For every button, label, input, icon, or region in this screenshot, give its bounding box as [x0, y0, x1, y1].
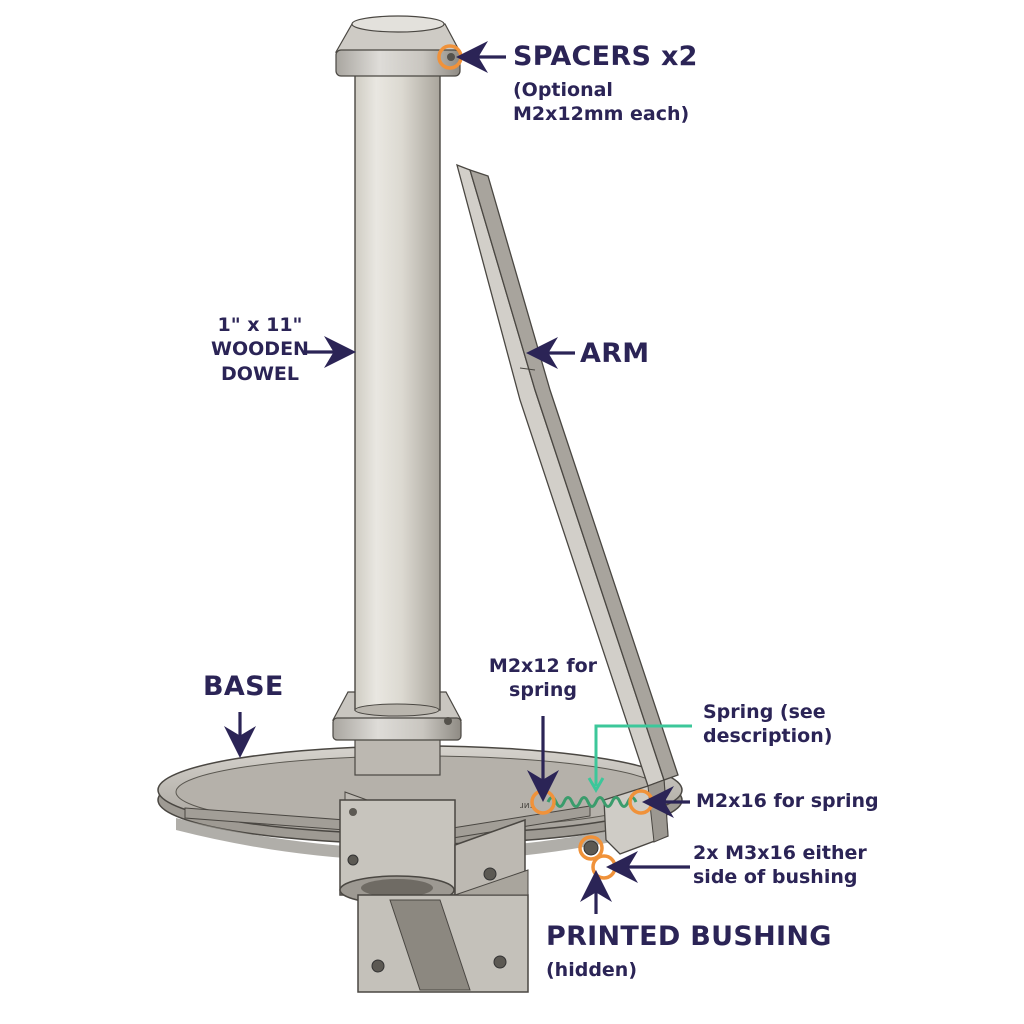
spacers-note: (Optional M2x12mm each): [513, 79, 690, 126]
dowel-label: 1" x 11" WOODEN DOWEL: [211, 314, 309, 385]
bushing-note: (hidden): [546, 959, 638, 981]
m2x16-label: M2x16 for spring: [696, 790, 879, 812]
m2x12-label: M2x12 for spring: [488, 655, 598, 702]
spring-part: ɹᴎ.: [520, 796, 638, 811]
spring-callout: [587, 724, 692, 793]
bushing-label: PRINTED BUSHING: [546, 921, 832, 952]
svg-text:ɹᴎ.: ɹᴎ.: [520, 801, 532, 811]
m3x16-screw-ring-a: [578, 835, 604, 861]
base-label: BASE: [203, 671, 284, 702]
m3x16-screw-ring-b: [591, 854, 617, 880]
wooden-dowel: [354, 69, 441, 717]
spring-label: Spring (see description): [703, 701, 833, 748]
mount-block: [339, 799, 529, 993]
arm-label: ARM: [580, 338, 650, 369]
upper-spacer: [334, 15, 462, 77]
spacers-label: SPACERS x2: [513, 41, 698, 72]
m3x16-label: 2x M3x16 either side of bushing: [693, 842, 867, 889]
callout-arrows: [224, 41, 690, 914]
